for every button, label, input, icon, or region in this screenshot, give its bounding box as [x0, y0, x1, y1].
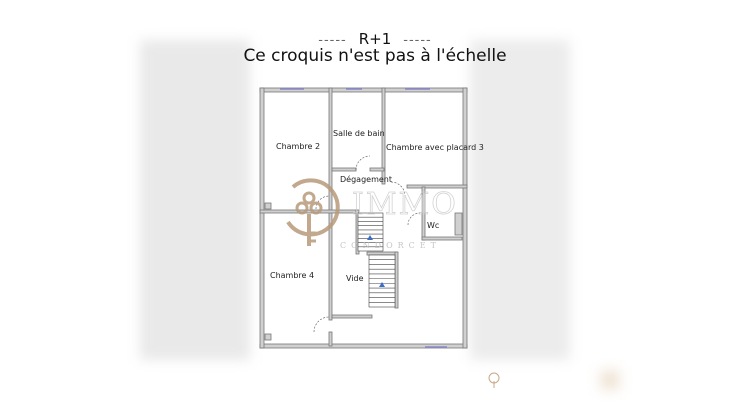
room-label: Chambre 4	[270, 271, 314, 280]
key-icon	[286, 178, 340, 246]
walls	[259, 87, 468, 349]
wall-ch2-sdb	[328, 87, 333, 321]
wall-stair2-right	[394, 251, 399, 309]
room-label: Vide	[346, 274, 364, 283]
pillar	[264, 202, 272, 210]
level-label: R+1	[358, 30, 392, 48]
pillar	[264, 333, 272, 341]
watermark: IMMO CONDORCET	[286, 178, 458, 250]
wall-middle	[259, 209, 358, 214]
door-swing	[390, 181, 406, 197]
room-label: Wc	[427, 221, 439, 230]
stair-lower	[368, 254, 396, 308]
blurred-background-right-bottom	[600, 370, 620, 390]
stairs	[357, 212, 396, 308]
room-label: Salle de bain	[333, 129, 385, 138]
wall-sdb-bottom-b	[369, 167, 385, 172]
small-logo-icon	[488, 372, 500, 388]
stair-arrow-icon	[367, 235, 373, 240]
door-swings	[313, 155, 421, 333]
level-title: ----- R+1 -----	[0, 30, 750, 48]
scale-note: Ce croquis n'est pas à l'échelle	[243, 46, 507, 66]
wall-right	[462, 87, 468, 349]
watermark-line1: IMMO	[352, 187, 458, 222]
pillar	[454, 212, 463, 236]
wall-wc-bottom	[421, 236, 463, 241]
stair-upper	[357, 212, 384, 252]
wall-sdb-ch3	[381, 87, 386, 185]
room-label: Chambre 2	[276, 142, 320, 151]
door-swing	[313, 316, 330, 333]
blurred-background-left	[140, 40, 250, 360]
dash-left: -----	[318, 33, 347, 48]
watermark-line2: CONDORCET	[340, 241, 441, 250]
stair-arrow-icon	[379, 282, 385, 287]
room-label: Chambre avec placard 3	[386, 143, 484, 152]
door-swing	[407, 212, 421, 226]
wall-sdb-bottom-a	[331, 167, 357, 172]
wall-ch3-bottom	[406, 184, 468, 189]
dash-right: -----	[403, 33, 432, 48]
wall-vide-bottom	[331, 314, 373, 319]
room-label: Dégagement	[340, 174, 392, 184]
room-labels: Chambre 2 Salle de bain Chambre avec pla…	[270, 129, 484, 283]
windows	[280, 88, 447, 348]
door-swing	[355, 155, 371, 171]
wall-left	[259, 87, 265, 349]
wall-stair2-top	[366, 251, 398, 256]
blurred-background-right	[470, 40, 570, 360]
door-swing	[315, 195, 330, 210]
wall-ch4-bottom	[328, 331, 333, 347]
